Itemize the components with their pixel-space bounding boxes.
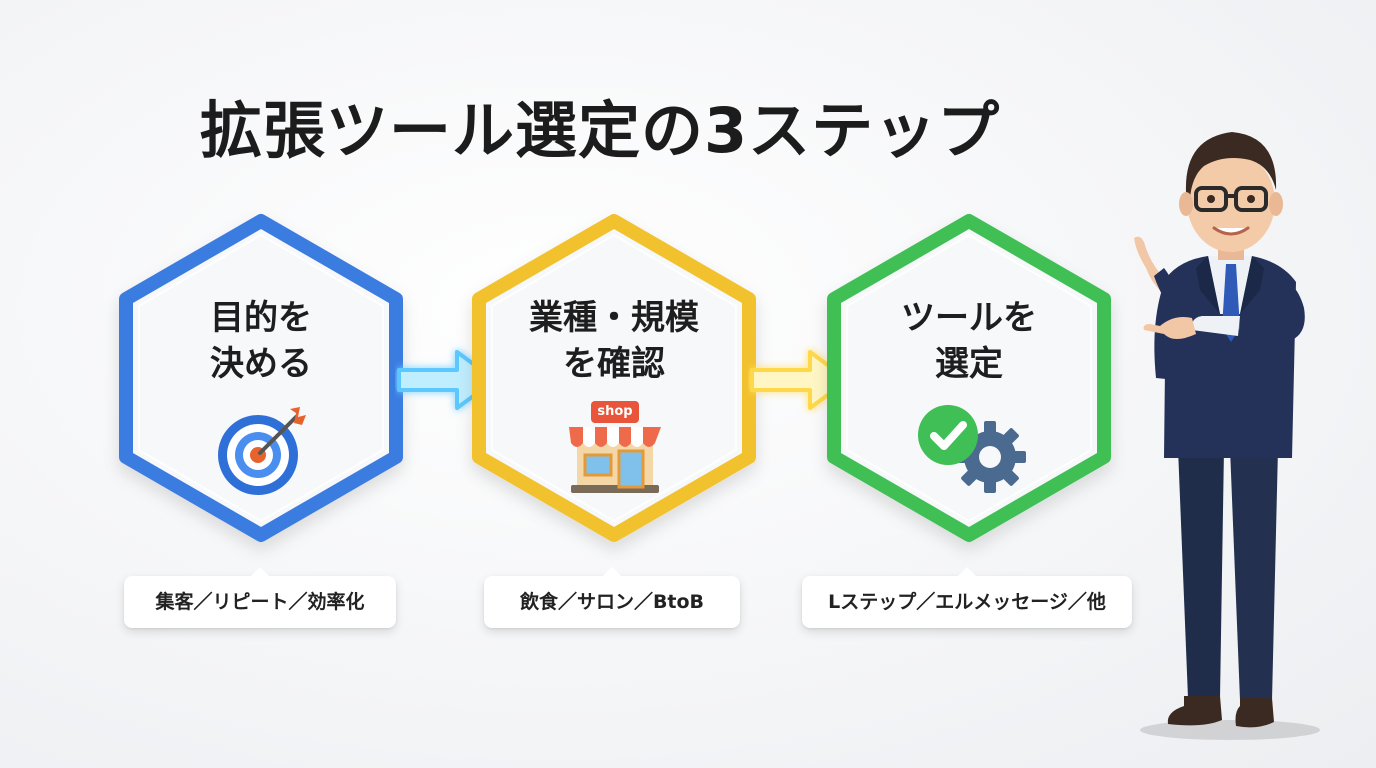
step-2-title-line2: を確認 (563, 344, 665, 384)
hexagon-yellow (472, 214, 756, 542)
step-1-tag: 集客／リピート／効率化 (124, 567, 396, 628)
page-title: 拡張ツール選定の3ステップ (200, 94, 1001, 167)
check-gear-icon (918, 405, 1026, 493)
step-3-tag: Lステップ／エルメッセージ／他 (802, 567, 1132, 628)
step-2-title-line1: 業種・規模 (529, 298, 699, 338)
step-1-title-line2: 決める (210, 344, 312, 384)
step-3-title-line1: ツールを (901, 298, 1037, 338)
target-icon (218, 407, 306, 495)
hexagon-green (827, 214, 1111, 542)
step-3: ツールを 選定 (826, 213, 1112, 543)
shop-icon: shop (563, 399, 667, 499)
shop-sign-text: shop (597, 404, 633, 419)
step-3-title-line2: 選定 (935, 344, 1003, 384)
step-2-tag: 飲食／サロン／BtoB (484, 567, 740, 628)
businessman-pointing-icon (1134, 132, 1320, 740)
step-1-title-line1: 目的を (210, 298, 312, 338)
step-1: 目的を 決める (118, 213, 404, 543)
step-2: 業種・規模 を確認 shop (471, 213, 757, 543)
hexagon-blue (119, 214, 403, 542)
